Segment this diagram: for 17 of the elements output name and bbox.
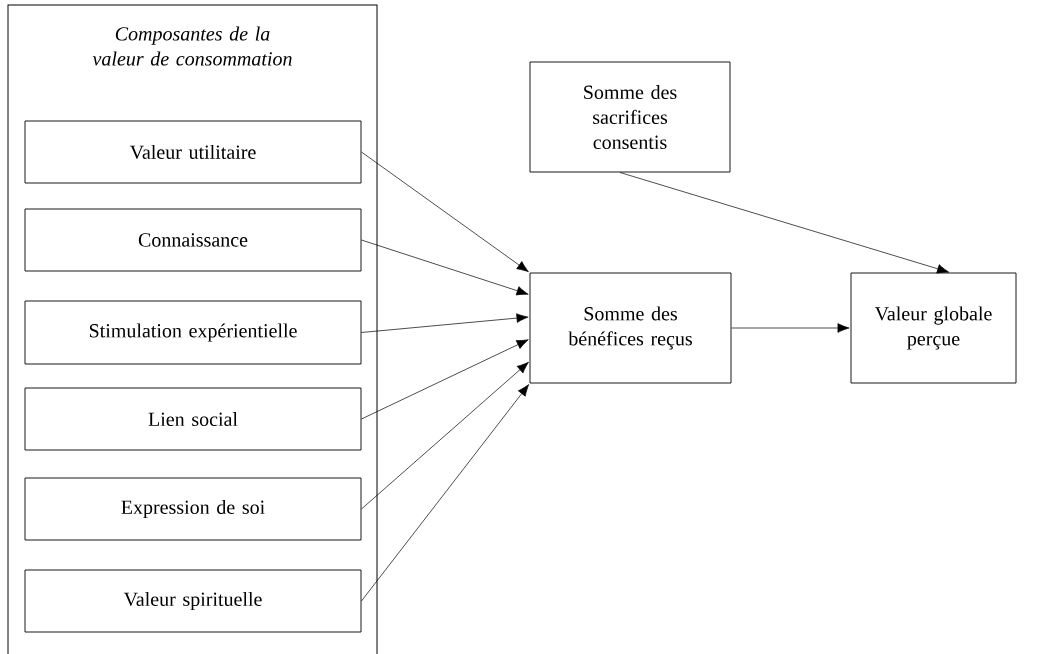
text-box: Stimulation expérientielle [24, 300, 362, 365]
arrow [361, 384, 530, 602]
arrow [361, 361, 529, 510]
arrow [361, 313, 529, 333]
arrow [361, 339, 529, 420]
text-box: Valeur globale perçue [850, 272, 1017, 384]
text-box: Connaissance [24, 208, 362, 272]
arrow [361, 239, 529, 296]
text-box: Somme des bénéfices reçus [529, 272, 732, 384]
text-box: Somme des sacrifices consentis [529, 61, 731, 173]
text-box: Valeur utilitaire [24, 120, 362, 184]
arrow [361, 151, 529, 273]
text-box: Expression de soi [24, 477, 362, 541]
arrow [619, 172, 950, 274]
text-box: Valeur spirituelle [24, 569, 362, 633]
arrow [731, 323, 850, 333]
text-box: Lien social [24, 387, 362, 451]
